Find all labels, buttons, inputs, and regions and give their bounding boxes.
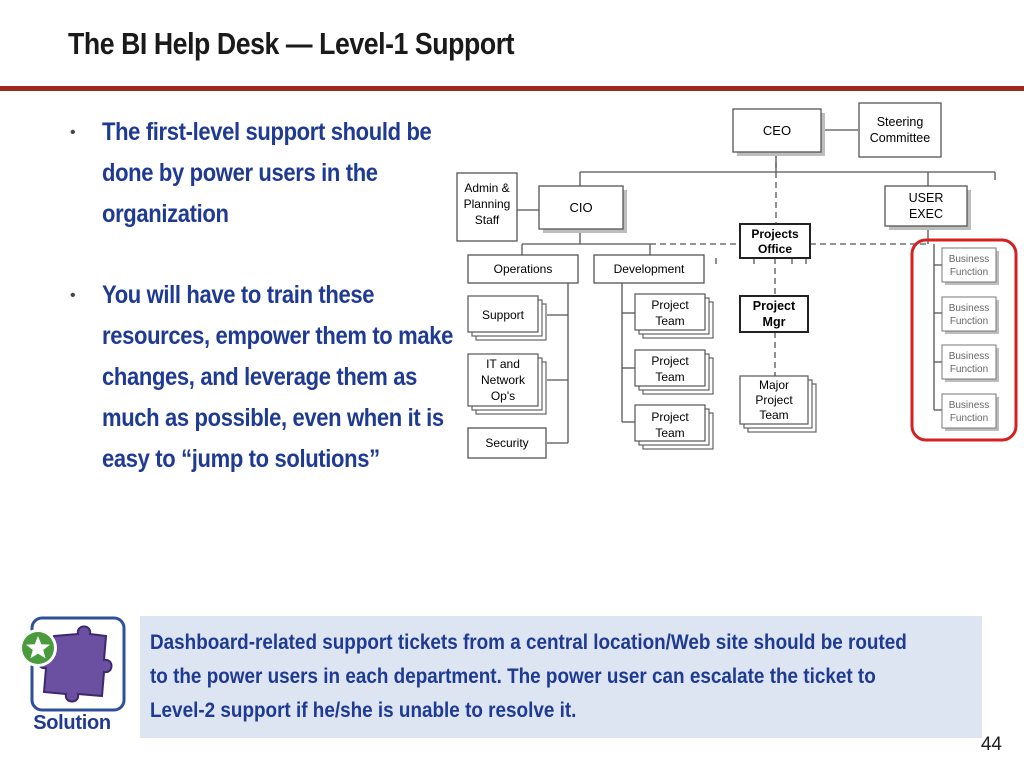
org-box-projects-office: Projects Office [739, 223, 811, 259]
org-label: Steering [877, 115, 924, 129]
org-label: Operations [494, 262, 553, 276]
org-label: Function [950, 267, 988, 278]
org-label: Function [950, 364, 988, 375]
bullet-marker: • [70, 287, 76, 304]
org-label: CIO [569, 200, 592, 215]
org-label: Projects [751, 227, 799, 241]
org-box-it-network: IT and Network Op's [467, 353, 547, 415]
org-box-security: Security [467, 427, 547, 459]
org-box-cio: CIO [538, 185, 627, 233]
org-label: Business [949, 400, 990, 411]
org-label: Team [655, 314, 684, 328]
bullet-item: • The first-level support should be done… [70, 112, 460, 235]
org-box-admin-planning: Admin & Planning Staff [456, 172, 518, 242]
org-box-project-team: Project Team [634, 404, 714, 450]
bullet-marker: • [70, 124, 76, 141]
bullet-list: • The first-level support should be done… [70, 112, 460, 520]
bullet-text: You will have to train these resources, … [102, 281, 454, 473]
business-function-highlight [910, 238, 1018, 442]
org-box-business-function: Business Function [941, 296, 999, 334]
org-box-business-function: Business Function [941, 393, 999, 431]
solution-callout: Dashboard-related support tickets from a… [140, 616, 982, 738]
org-label: Function [950, 413, 988, 424]
solution-text: Dashboard-related support tickets from a… [150, 631, 907, 722]
org-connectors [517, 129, 996, 444]
org-label: IT and [486, 357, 520, 371]
org-label: Mgr [763, 315, 786, 329]
org-label: Major [759, 378, 789, 392]
puzzle-star-icon [19, 616, 126, 712]
org-label: Security [485, 436, 528, 450]
org-label: Business [949, 303, 990, 314]
org-label: Project [755, 393, 793, 407]
org-label: Office [758, 242, 792, 256]
org-box-project-mgr: Project Mgr [739, 295, 809, 333]
org-box-ceo: CEO [732, 108, 825, 156]
bullet-text: The first-level support should be done b… [102, 118, 432, 228]
org-box-project-team: Project Team [634, 293, 714, 339]
org-label: Team [759, 408, 788, 422]
org-box-major-project-team: Major Project Team [739, 375, 817, 433]
solution-label: Solution [33, 712, 111, 734]
org-label: Project [651, 410, 689, 424]
org-label: Business [949, 351, 990, 362]
org-label: Network [481, 373, 526, 387]
org-label: Staff [475, 213, 500, 227]
title-divider [0, 86, 1024, 91]
slide-title: The BI Help Desk — Level-1 Support [68, 26, 515, 61]
org-box-development: Development [593, 254, 705, 284]
org-label: Committee [870, 131, 930, 145]
org-label: Business [949, 254, 990, 265]
org-box-business-function: Business Function [941, 344, 999, 382]
org-label: Development [614, 262, 685, 276]
org-label: Op's [491, 389, 515, 403]
org-box-support: Support [467, 295, 547, 341]
org-box-project-team: Project Team [634, 349, 714, 395]
org-label: Admin & [464, 181, 509, 195]
org-dashed-lines [650, 152, 928, 380]
org-box-business-function: Business Function [941, 247, 999, 285]
bullet-item: • You will have to train these resources… [70, 275, 460, 480]
org-label: Function [950, 316, 988, 327]
org-label: EXEC [909, 207, 943, 221]
org-label: Team [655, 426, 684, 440]
org-label: Project [651, 354, 689, 368]
org-box-operations: Operations [467, 254, 579, 284]
org-label: Team [655, 370, 684, 384]
org-box-user-exec: USER EXEC [884, 185, 971, 230]
org-label: CEO [763, 123, 791, 138]
org-label: Planning [464, 197, 511, 211]
org-label: Project [651, 298, 689, 312]
page-number: 44 [980, 734, 1002, 755]
org-label: Support [482, 308, 525, 322]
org-label: Project [753, 299, 796, 313]
org-label: USER [909, 191, 944, 205]
org-box-steering-committee: Steering Committee [858, 102, 942, 158]
